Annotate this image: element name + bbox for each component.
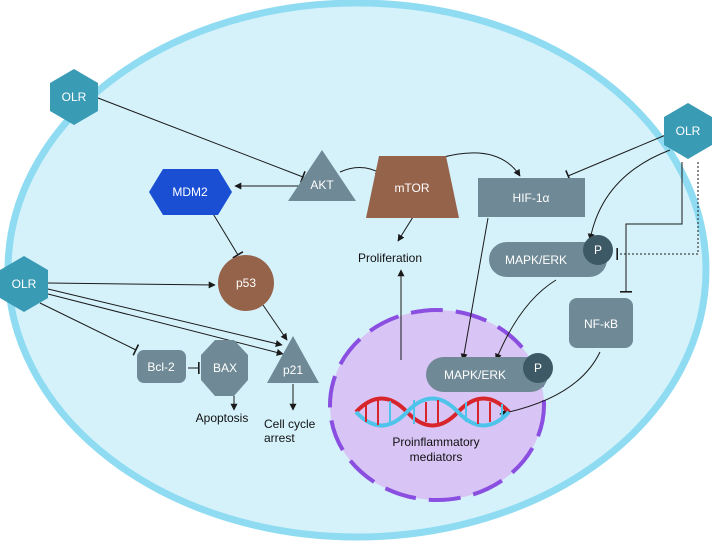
bcl2-node[interactable]: Bcl-2: [137, 350, 186, 383]
hif1a-label: HIF-1α: [513, 191, 550, 205]
p21-label: p21: [283, 363, 303, 377]
phosphate-top-label: P: [594, 243, 602, 257]
akt-label: AKT: [310, 178, 334, 192]
p53-node[interactable]: p53: [218, 255, 274, 311]
phosphate-nucleus-label: P: [534, 361, 542, 375]
dna-helix-icon: [354, 396, 511, 428]
akt-node[interactable]: AKT: [288, 150, 356, 201]
olr-left-label: OLR: [12, 277, 37, 291]
apoptosis-label: Apoptosis: [196, 411, 249, 425]
nfkb-label: NF-κB: [584, 317, 618, 331]
hif1a-node[interactable]: HIF-1α: [478, 178, 585, 217]
mapk-erk-nucleus-node[interactable]: MAPK/ERK P: [426, 353, 553, 392]
proinflammatory-label-line2: mediators: [410, 450, 463, 464]
olr-right-node[interactable]: OLR: [664, 103, 712, 159]
phosphate-badge-top: [583, 235, 613, 265]
p53-label: p53: [236, 276, 256, 290]
bax-node[interactable]: BAX: [201, 340, 248, 396]
mapk-erk-top-node[interactable]: MAPK/ERK P: [489, 235, 613, 277]
mapk-erk-top-label: MAPK/ERK: [505, 253, 567, 267]
bax-label: BAX: [213, 361, 237, 375]
cell-cycle-arrest-label-line1: Cell cycle: [264, 417, 316, 431]
mtor-label: mTOR: [394, 181, 429, 195]
p21-node[interactable]: p21: [267, 336, 319, 383]
cell-cycle-arrest-label-line2: arrest: [264, 431, 295, 445]
mtor-node[interactable]: mTOR: [366, 156, 459, 218]
olr-top-left-node[interactable]: OLR: [50, 69, 98, 125]
olr-right-label: OLR: [676, 124, 701, 138]
bcl2-label: Bcl-2: [147, 360, 175, 374]
mapk-erk-nucleus-label: MAPK/ERK: [444, 368, 506, 382]
olr-top-left-label: OLR: [62, 90, 87, 104]
proliferation-label: Proliferation: [358, 251, 422, 265]
phosphate-badge-nucleus: [523, 353, 553, 383]
mdm2-node[interactable]: MDM2: [149, 169, 232, 215]
pathway-edges: [39, 97, 699, 417]
proinflammatory-label-line1: Proinflammatory: [392, 435, 479, 449]
nfkb-node[interactable]: NF-κB: [569, 298, 633, 348]
olr-left-node[interactable]: OLR: [0, 256, 48, 312]
mdm2-label: MDM2: [172, 185, 208, 199]
